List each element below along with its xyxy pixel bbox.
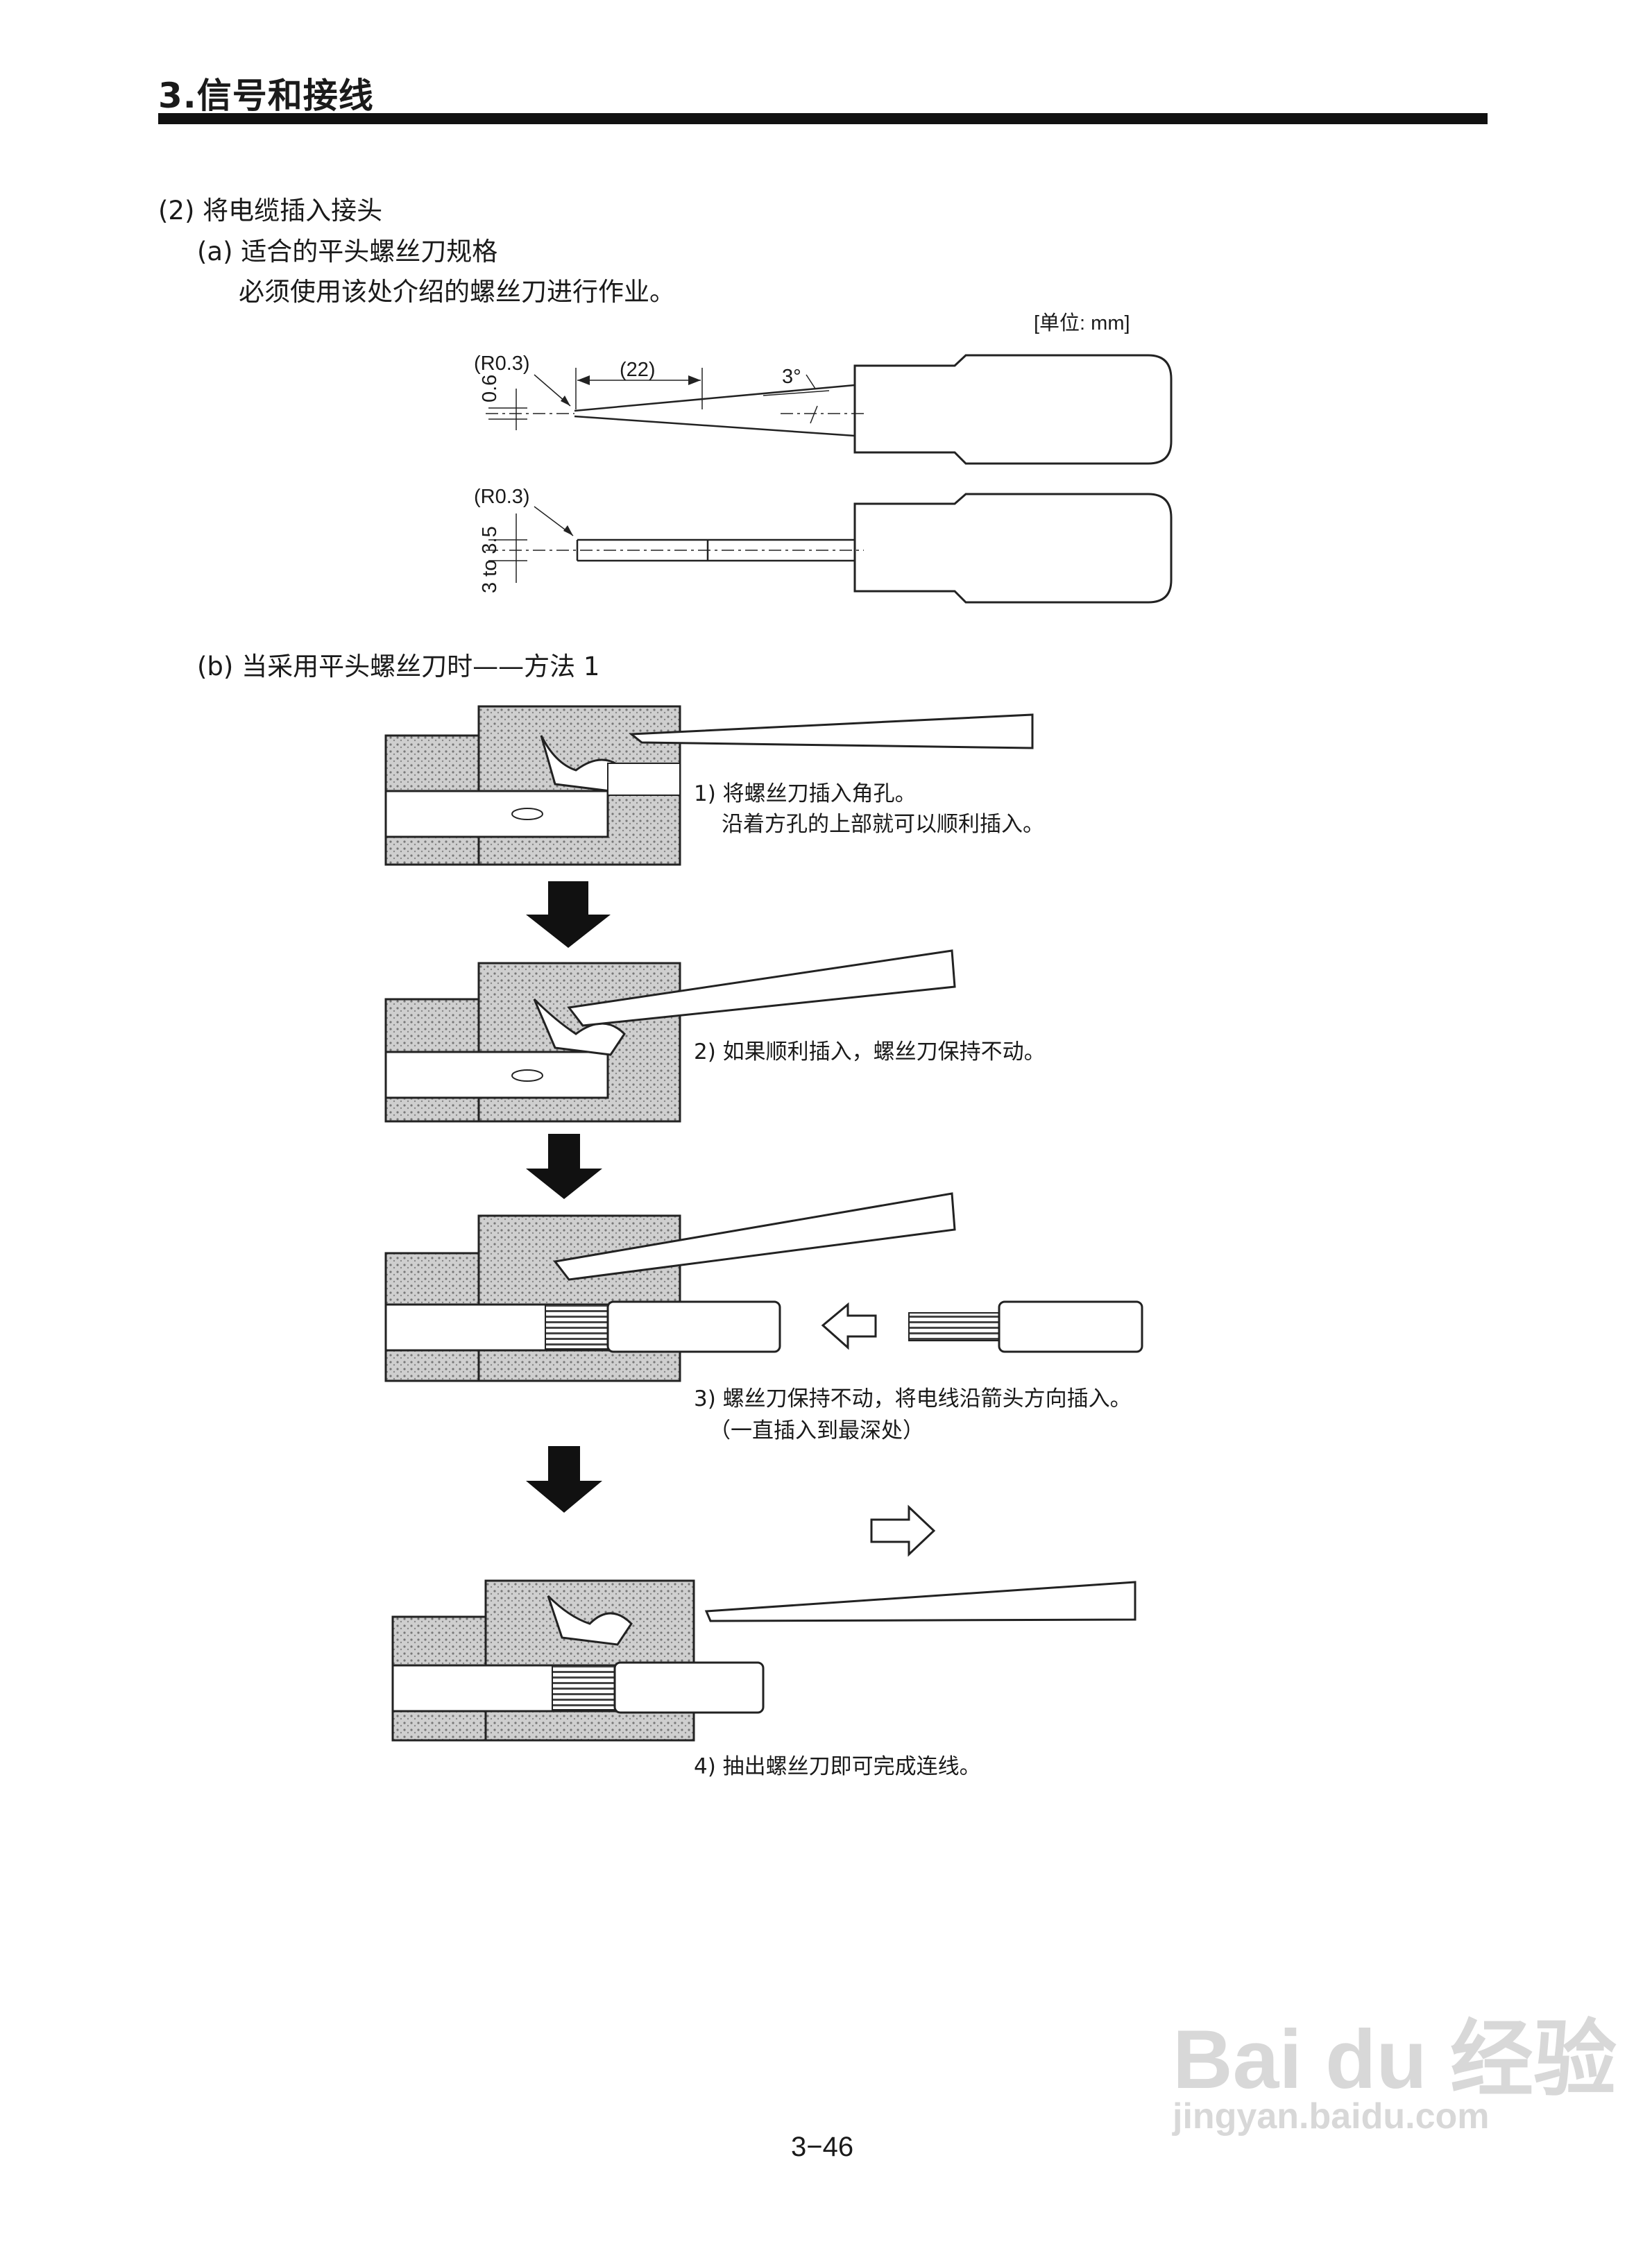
- down-arrow-icon: [526, 881, 611, 948]
- screwdriver-top-handle: [853, 493, 1173, 604]
- step3-connector-drawing: [384, 1192, 1143, 1382]
- watermark-brand: Bai du 经验: [1173, 2013, 1617, 2106]
- subsection-b-heading: (b) 当采用平头螺丝刀时——方法 1: [197, 652, 600, 681]
- length-label: (22): [620, 359, 656, 381]
- step2-caption: 2) 如果顺利插入，螺丝刀保持不动。: [694, 1039, 1046, 1064]
- page-number: 3−46: [791, 2132, 854, 2162]
- step1-caption-line2: 沿着方孔的上部就可以顺利插入。: [722, 812, 1044, 837]
- step4-caption: 4) 抽出螺丝刀即可完成连线。: [694, 1754, 981, 1779]
- left-arrow-icon: [821, 1302, 877, 1350]
- watermark-url: jingyan.baidu.com: [1173, 2096, 1490, 2137]
- step1-connector-drawing: [384, 705, 1034, 866]
- header-rule: [158, 113, 1488, 124]
- page-header-title: 3.信号和接线: [158, 76, 374, 116]
- right-arrow-icon: [870, 1504, 936, 1557]
- subsection-a-note: 必须使用该处介绍的螺丝刀进行作业。: [239, 277, 675, 307]
- unit-label: [单位: mm]: [1034, 312, 1130, 334]
- step4-connector-drawing: [391, 1504, 1136, 1742]
- screwdriver-side-handle: [853, 354, 1173, 465]
- section-heading: (2) 将电缆插入接头: [158, 196, 383, 226]
- angle-label: 3°: [782, 366, 801, 388]
- watermark-logo: Bai du 经验: [1173, 1992, 1617, 2112]
- step3-caption-line2: （一直插入到最深处）: [709, 1418, 924, 1443]
- bottom-radius-label: (R0.3): [474, 486, 530, 508]
- screwdriver-side-shaft: [574, 384, 855, 437]
- screwdriver-top-shaft: [576, 538, 855, 562]
- subsection-a-heading: (a) 适合的平头螺丝刀规格: [197, 237, 498, 266]
- down-arrow-icon: [526, 1446, 602, 1513]
- top-radius-label: (R0.3): [474, 353, 530, 375]
- step3-caption-line1: 3) 螺丝刀保持不动，将电线沿箭头方向插入。: [694, 1386, 1132, 1411]
- step2-connector-drawing: [384, 949, 956, 1123]
- step1-caption-line1: 1) 将螺丝刀插入角孔。: [694, 781, 917, 806]
- down-arrow-icon: [526, 1134, 602, 1199]
